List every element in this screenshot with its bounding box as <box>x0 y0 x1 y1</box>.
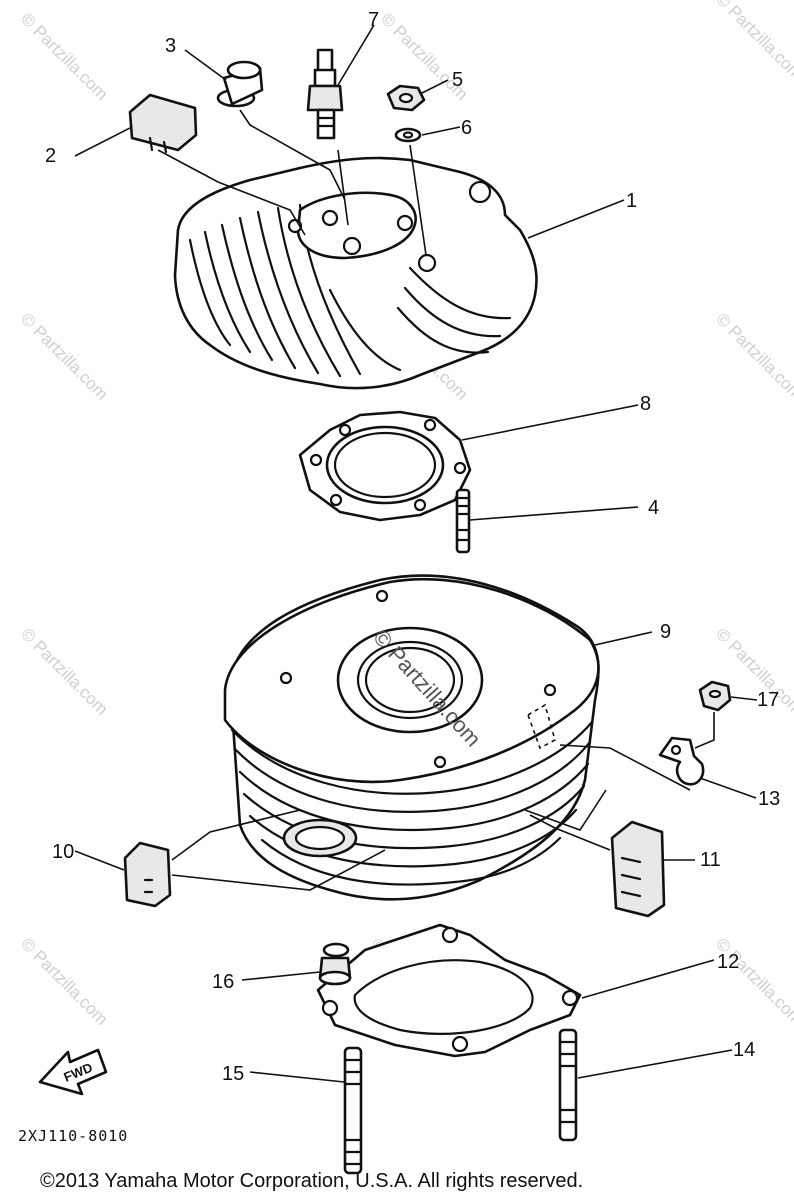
cap <box>216 60 346 201</box>
stud-bolt <box>455 488 471 554</box>
cylinder-head <box>173 156 538 390</box>
callout-2: 2 <box>45 145 56 167</box>
watermark: © Partzilla.com <box>712 309 794 403</box>
callout-15: 15 <box>222 1063 244 1085</box>
copyright-notice: ©2013 Yamaha Motor Corporation, U.S.A. A… <box>40 1170 583 1192</box>
callout-leaders <box>74 24 758 1083</box>
watermark: © Partzilla.com <box>712 934 794 1028</box>
forward-arrow-icon: FWD <box>38 1048 108 1096</box>
callout-13: 13 <box>758 788 780 810</box>
stud-bolt-right <box>558 1028 578 1142</box>
head-gasket <box>298 410 472 522</box>
watermark: © Partzilla.com <box>17 934 111 1028</box>
callout-5: 5 <box>452 69 463 91</box>
watermark: © Partzilla.com <box>17 624 111 718</box>
spark-plug <box>306 48 349 226</box>
stud-bolt-left <box>343 1046 363 1175</box>
cylinder <box>223 574 600 901</box>
cylinder-damper-left <box>123 809 386 908</box>
head-damper <box>128 93 306 236</box>
callout-16: 16 <box>212 971 234 993</box>
callout-12: 12 <box>717 951 739 973</box>
base-gasket <box>316 923 582 1058</box>
diagram-code: 2XJ110-8010 <box>18 1127 128 1145</box>
watermark: © Partzilla.com <box>17 309 111 403</box>
bracket-and-nut <box>559 680 732 791</box>
callout-9: 9 <box>660 621 671 643</box>
watermark: © Partzilla.com <box>17 9 111 103</box>
callout-7: 7 <box>368 9 379 31</box>
callout-4: 4 <box>648 497 659 519</box>
callout-11: 11 <box>700 849 721 871</box>
callout-3: 3 <box>165 35 176 57</box>
callout-8: 8 <box>640 393 651 415</box>
callout-1: 1 <box>626 190 637 212</box>
callout-numbers: 1 2 3 4 5 6 7 8 9 10 11 12 13 14 15 16 1… <box>45 9 780 1085</box>
cylinder-damper-right <box>524 789 666 918</box>
callout-10: 10 <box>52 841 74 863</box>
watermark: © Partzilla.com <box>712 0 794 84</box>
callout-17: 17 <box>757 689 779 711</box>
callout-14: 14 <box>733 1039 755 1061</box>
dowel-pin <box>318 942 352 986</box>
callout-6: 6 <box>461 117 472 139</box>
nut-and-washer <box>386 84 427 256</box>
